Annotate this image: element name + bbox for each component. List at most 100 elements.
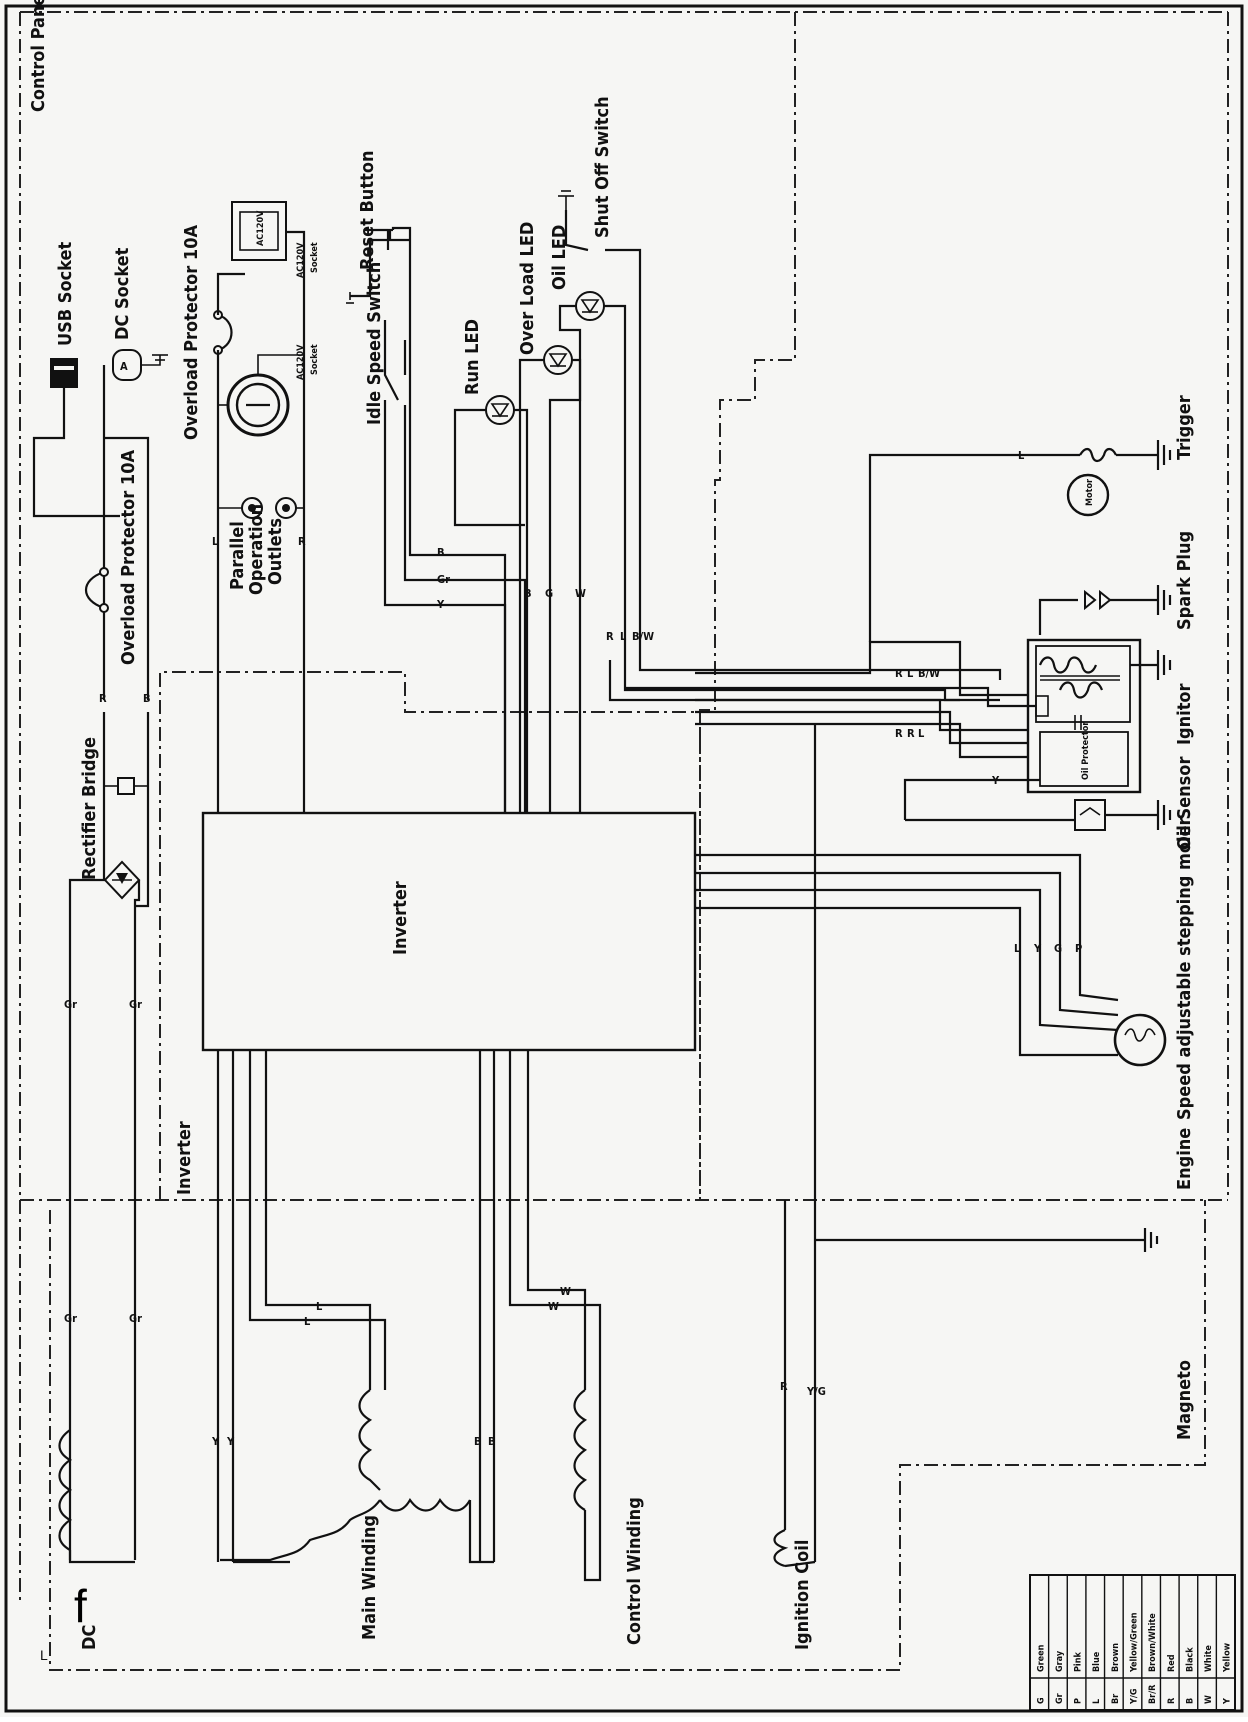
svg-text:Gr: Gr xyxy=(64,1312,77,1325)
overload-protector-top-label: Overload Protector 10A xyxy=(181,225,202,440)
svg-text:L: L xyxy=(316,1300,323,1313)
svg-text:Y: Y xyxy=(1033,942,1042,955)
svg-text:R: R xyxy=(99,692,107,705)
legend-color-name: Pink xyxy=(1074,1652,1084,1672)
legend-color-name: White xyxy=(1204,1645,1214,1672)
svg-text:W: W xyxy=(548,1300,559,1313)
legend-color-name: Yellow/Green xyxy=(1130,1612,1140,1673)
svg-text:L: L xyxy=(620,630,627,643)
usb-socket xyxy=(50,358,78,388)
svg-text:B/W: B/W xyxy=(632,630,654,643)
inverter-block-label: Inverter xyxy=(390,881,411,955)
wire-color-legend: GreenGGrayGrPinkPBlueLBrownBrYellow/Gree… xyxy=(1029,1574,1236,1711)
stepping-motor xyxy=(1113,1013,1167,1067)
dc-socket-label: DC Socket xyxy=(112,247,133,340)
run-led-label: Run LED xyxy=(462,319,483,395)
svg-text:Motor: Motor xyxy=(1085,479,1095,506)
svg-text:B/W: B/W xyxy=(918,667,940,680)
legend-code: Y xyxy=(1223,1698,1233,1705)
figure-letter: f xyxy=(74,1580,87,1632)
svg-text:R: R xyxy=(907,727,915,740)
legend-color-name: Brown/White xyxy=(1148,1613,1158,1672)
svg-text:L: L xyxy=(918,727,925,740)
oil-protector-module xyxy=(1039,731,1129,787)
legend-code: W xyxy=(1204,1695,1214,1704)
svg-text:Socket: Socket xyxy=(310,242,320,273)
svg-text:B: B xyxy=(524,587,532,600)
svg-text:Y: Y xyxy=(226,1435,235,1448)
svg-text:Gr: Gr xyxy=(437,573,450,586)
svg-text:AC120V: AC120V xyxy=(296,242,306,278)
svg-text:L: L xyxy=(304,1315,311,1328)
main-winding-label: Main Winding xyxy=(359,1515,380,1640)
svg-text:Gr: Gr xyxy=(129,1312,142,1325)
svg-text:Outlets: Outlets xyxy=(265,518,286,585)
svg-text:B: B xyxy=(474,1435,482,1448)
svg-text:AC120V: AC120V xyxy=(256,210,266,246)
over-load-led xyxy=(543,345,573,375)
legend-color-name: Green xyxy=(1036,1644,1046,1672)
legend-code: B xyxy=(1185,1698,1195,1704)
rectifier-resistor xyxy=(117,777,135,795)
corner-mark: L xyxy=(40,1647,48,1663)
svg-text:R: R xyxy=(895,727,903,740)
svg-text:G: G xyxy=(1054,942,1062,955)
overload-protector-left-label: Overload Protector 10A xyxy=(118,450,139,665)
legend-code: G xyxy=(1036,1697,1046,1704)
svg-text:R: R xyxy=(298,535,306,548)
svg-text:Parallel: Parallel xyxy=(227,521,248,590)
svg-text:B: B xyxy=(437,546,445,559)
svg-text:Y: Y xyxy=(211,1435,220,1448)
svg-text:P: P xyxy=(1075,942,1082,955)
stepping-motor-label: Speed adjustable stepping moler xyxy=(1174,817,1195,1120)
rectifier-bridge-label: Rectifier Bridge xyxy=(79,737,100,880)
inverter-block xyxy=(201,811,697,1052)
inverter-region-label: Inverter xyxy=(174,1121,195,1195)
svg-text:Y/G: Y/G xyxy=(806,1385,826,1398)
svg-text:L: L xyxy=(1018,449,1025,462)
over-load-led-label: Over Load LED xyxy=(517,222,538,355)
svg-text:R: R xyxy=(606,630,614,643)
engine-label: Engine xyxy=(1174,1128,1195,1190)
legend-color-name: Red xyxy=(1167,1654,1177,1672)
svg-text:G: G xyxy=(545,587,553,600)
ac-outlet-120v xyxy=(226,373,290,437)
dc-winding-label: DC xyxy=(79,1625,100,1650)
svg-text:Operation: Operation xyxy=(246,504,267,595)
legend-code: P xyxy=(1074,1698,1084,1704)
control-panel-label: Control Panel xyxy=(28,0,49,112)
svg-text:B: B xyxy=(143,692,151,705)
usb-socket-label: USB Socket xyxy=(55,242,76,346)
legend-code: Y/G xyxy=(1130,1688,1140,1705)
svg-text:Oil Protector: Oil Protector xyxy=(1081,722,1091,780)
ignition-coil-label: Ignition Coil xyxy=(792,1540,813,1650)
svg-text:Socket: Socket xyxy=(310,344,320,375)
legend-color-name: Brown xyxy=(1111,1643,1121,1672)
region-boundaries xyxy=(19,11,1229,1671)
svg-text:Y: Y xyxy=(991,774,1000,787)
run-led xyxy=(485,395,515,425)
legend-border xyxy=(1029,1574,1236,1711)
svg-text:L: L xyxy=(1014,942,1021,955)
trigger-label: Trigger xyxy=(1174,395,1195,460)
legend-code: R xyxy=(1167,1697,1177,1704)
svg-text:Gr: Gr xyxy=(129,998,142,1011)
svg-text:Gr: Gr xyxy=(64,998,77,1011)
main-winding-wires xyxy=(216,1050,602,1562)
legend-color-name: Gray xyxy=(1055,1650,1065,1672)
svg-text:B: B xyxy=(488,1435,496,1448)
dc-socket: A xyxy=(112,349,142,381)
legend-color-name: Yellow xyxy=(1223,1642,1233,1673)
control-winding-label: Control Winding xyxy=(624,1497,645,1645)
trigger-motor: Motor xyxy=(1066,473,1110,517)
idle-speed-switch-label: Idle Speed Switch xyxy=(364,262,385,425)
ignitor-label: Ignitor xyxy=(1174,683,1195,745)
legend-color-name: Black xyxy=(1185,1647,1195,1672)
oil-led-label: Oil LED xyxy=(549,225,570,290)
page-border xyxy=(4,4,1244,1713)
oil-sensor-switch xyxy=(1074,799,1106,831)
svg-text:W: W xyxy=(560,1285,571,1298)
svg-text:Y: Y xyxy=(436,598,445,611)
